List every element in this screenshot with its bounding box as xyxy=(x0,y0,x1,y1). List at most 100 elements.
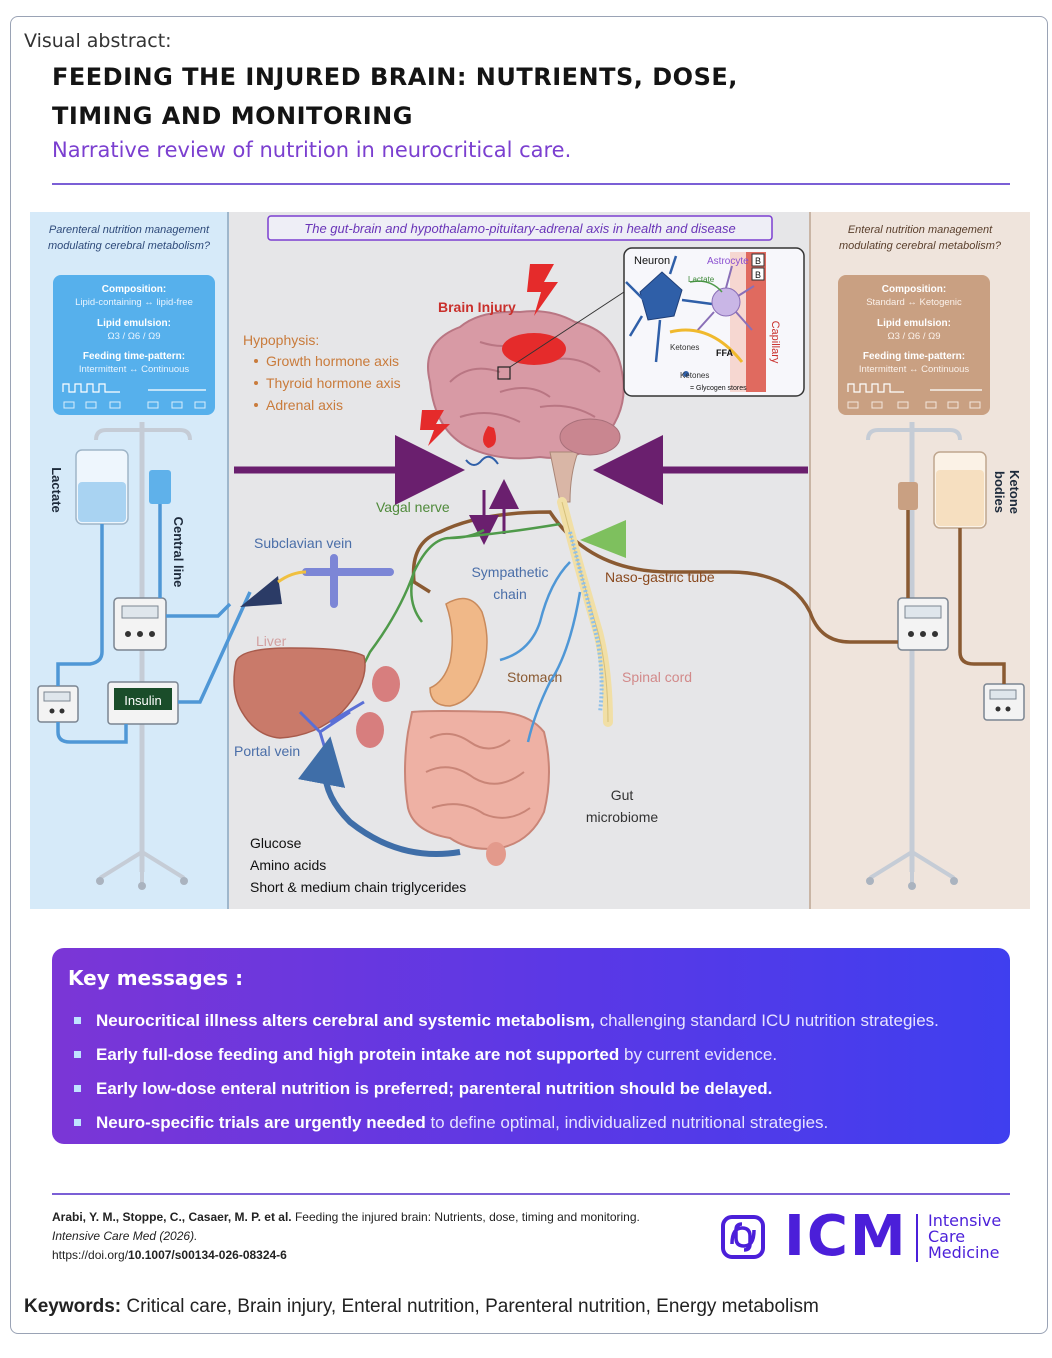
top-divider xyxy=(52,183,1010,185)
key-message-item: Neurocritical illness alters cerebral an… xyxy=(72,1004,939,1038)
key-message-4-bold: Neuro-specific trials are urgently neede… xyxy=(96,1113,426,1132)
page-title: FEEDING THE INJURED BRAIN: NUTRIENTS, DO… xyxy=(52,58,952,136)
gut-label-2: microbiome xyxy=(586,809,659,825)
nutrient-triglycerides: Short & medium chain triglycerides xyxy=(250,879,466,895)
icm-logo-wordmark: Intensive Care Medicine xyxy=(928,1213,1001,1261)
gut-brain-diagram: Parenteral nutrition management modulati… xyxy=(30,212,1030,909)
kidney-lower xyxy=(356,712,384,748)
logo-line-3: Medicine xyxy=(928,1243,1000,1262)
brain-injury-label: Brain Injury xyxy=(438,299,516,315)
inset-capillary: Capillary xyxy=(769,321,781,364)
nutrient-amino-acids: Amino acids xyxy=(250,857,326,873)
key-message-2-text: by current evidence. xyxy=(619,1045,778,1064)
liver xyxy=(233,647,366,739)
keywords-label: Keywords: xyxy=(24,1296,122,1317)
liver-label: Liver xyxy=(256,633,287,649)
spinal-cord-label: Spinal cord xyxy=(622,669,692,685)
left-small-pump xyxy=(37,685,79,723)
naso-gastric-label: Naso-gastric tube xyxy=(605,569,715,585)
hormone-axis-3: Adrenal axis xyxy=(266,397,343,413)
key-message-1-text: challenging standard ICU nutrition strat… xyxy=(594,1011,939,1030)
pn-intermittent-wave xyxy=(62,383,120,393)
nutrient-glucose: Glucose xyxy=(250,835,302,851)
central-line-bag xyxy=(149,470,171,504)
left-panel-heading-2: modulating cerebral metabolism? xyxy=(48,240,211,252)
axis-title: The gut-brain and hypothalamo-pituitary-… xyxy=(304,221,735,236)
ng-filter-bag xyxy=(898,482,918,510)
inset-ketones-1: Ketones xyxy=(670,343,699,352)
logo-line-1: Intensive xyxy=(928,1211,1002,1230)
inset-glycogen: = Glycogen stores xyxy=(690,385,747,392)
cell-metabolism-inset xyxy=(623,247,805,397)
key-message-item: Early full-dose feeding and high protein… xyxy=(72,1038,939,1072)
key-messages-list: Neurocritical illness alters cerebral an… xyxy=(72,1004,939,1140)
naso-gastric-connector xyxy=(580,520,626,558)
left-panel-heading-1: Parenteral nutrition management xyxy=(49,224,210,236)
key-message-3-bold: Early low-dose enteral nutrition is pref… xyxy=(96,1079,773,1098)
ketone-label-1: Ketone xyxy=(1007,470,1022,514)
visual-abstract-label: Visual abstract: xyxy=(24,30,172,52)
icm-logo: ICM Intensive Care Medicine xyxy=(720,1204,1010,1269)
bullet-icon xyxy=(74,1051,81,1058)
inset-bbb-1: B xyxy=(755,256,761,266)
bullet-icon xyxy=(74,1085,81,1092)
citation-authors: Arabi, Y. M., Stoppe, C., Casaer, M. P. … xyxy=(52,1210,292,1224)
citation-title: Feeding the injured brain: Nutrients, do… xyxy=(291,1210,640,1224)
inset-locator xyxy=(497,366,511,380)
citation-journal: Intensive Care Med (2026). xyxy=(52,1229,198,1243)
subtitle: Narrative review of nutrition in neurocr… xyxy=(52,138,572,162)
key-message-item: Neuro-specific trials are urgently neede… xyxy=(72,1106,939,1140)
en-composition-label: Composition: xyxy=(882,284,946,295)
right-small-pump xyxy=(983,683,1025,721)
key-messages-title: Key messages : xyxy=(68,966,244,990)
abstract-frame xyxy=(10,16,1048,1334)
right-panel-heading-1: Enteral nutrition management xyxy=(848,224,993,236)
pn-pattern-value: Intermittent ↔ Continuous xyxy=(79,364,190,375)
keywords-value: Critical care, Brain injury, Enteral nut… xyxy=(126,1296,819,1317)
en-lipid-label: Lipid emulsion: xyxy=(877,318,951,329)
key-message-1-bold: Neurocritical illness alters cerebral an… xyxy=(96,1011,595,1030)
lactate-label: Lactate xyxy=(49,467,64,513)
parenteral-info-card xyxy=(53,275,215,415)
logo-separator xyxy=(916,1214,918,1262)
subclavian-vein xyxy=(302,554,394,608)
icm-logo-text: ICM xyxy=(784,1204,908,1269)
sympathetic-label-1: Sympathetic xyxy=(471,564,548,580)
en-pattern-value: Intermittent ↔ Continuous xyxy=(859,364,970,375)
en-lipid-value: Ω3 / Ω6 / Ω9 xyxy=(888,331,941,342)
pn-composition-value: Lipid-containing ↔ lipid-free xyxy=(75,297,193,308)
inset-lactate: Lactate xyxy=(688,275,715,284)
hypophysis-label: Hypophysis: xyxy=(243,332,319,348)
inset-ffa: FFA xyxy=(716,348,733,358)
title-line-2: TIMING AND MONITORING xyxy=(52,102,413,130)
doi-link[interactable]: 10.1007/s00134-026-08324-6 xyxy=(128,1248,287,1262)
stomach-label: Stomach xyxy=(507,669,562,685)
en-intermittent-wave xyxy=(847,383,904,393)
sympathetic-chain xyxy=(568,531,604,713)
gut-label-1: Gut xyxy=(611,787,634,803)
portal-return-arrow xyxy=(297,736,461,857)
subclavian-vein-label: Subclavian vein xyxy=(254,535,352,551)
brain xyxy=(427,310,625,503)
pn-lipid-value: Ω3 / Ω6 / Ω9 xyxy=(108,331,161,342)
hormone-axis-1: Growth hormone axis xyxy=(266,353,399,369)
enteral-info-card xyxy=(838,275,990,415)
portal-vein-label: Portal vein xyxy=(234,743,300,759)
doi-prefix[interactable]: https://doi.org/ xyxy=(52,1248,129,1262)
intestines xyxy=(404,710,550,866)
kidney-upper xyxy=(372,666,400,702)
key-message-2-bold: Early full-dose feeding and high protein… xyxy=(96,1045,620,1064)
central-line-catheter xyxy=(240,576,282,607)
insulin-label: Insulin xyxy=(124,693,162,708)
key-message-item: Early low-dose enteral nutrition is pref… xyxy=(72,1072,939,1106)
enteral-tubing xyxy=(411,510,1006,684)
en-composition-value: Standard ↔ Ketogenic xyxy=(866,297,962,308)
key-message-4-text: to define optimal, individualized nutrit… xyxy=(425,1113,829,1132)
central-line-label: Central line xyxy=(171,517,186,588)
bullet-icon xyxy=(74,1119,81,1126)
bottom-divider xyxy=(52,1193,1010,1195)
inset-ketones-2: Ketones xyxy=(680,371,709,380)
hormone-axis-2: Thyroid hormone axis xyxy=(266,375,401,391)
right-panel-heading-2: modulating cerebral metabolism? xyxy=(839,240,1002,252)
blood-drop xyxy=(483,426,496,448)
